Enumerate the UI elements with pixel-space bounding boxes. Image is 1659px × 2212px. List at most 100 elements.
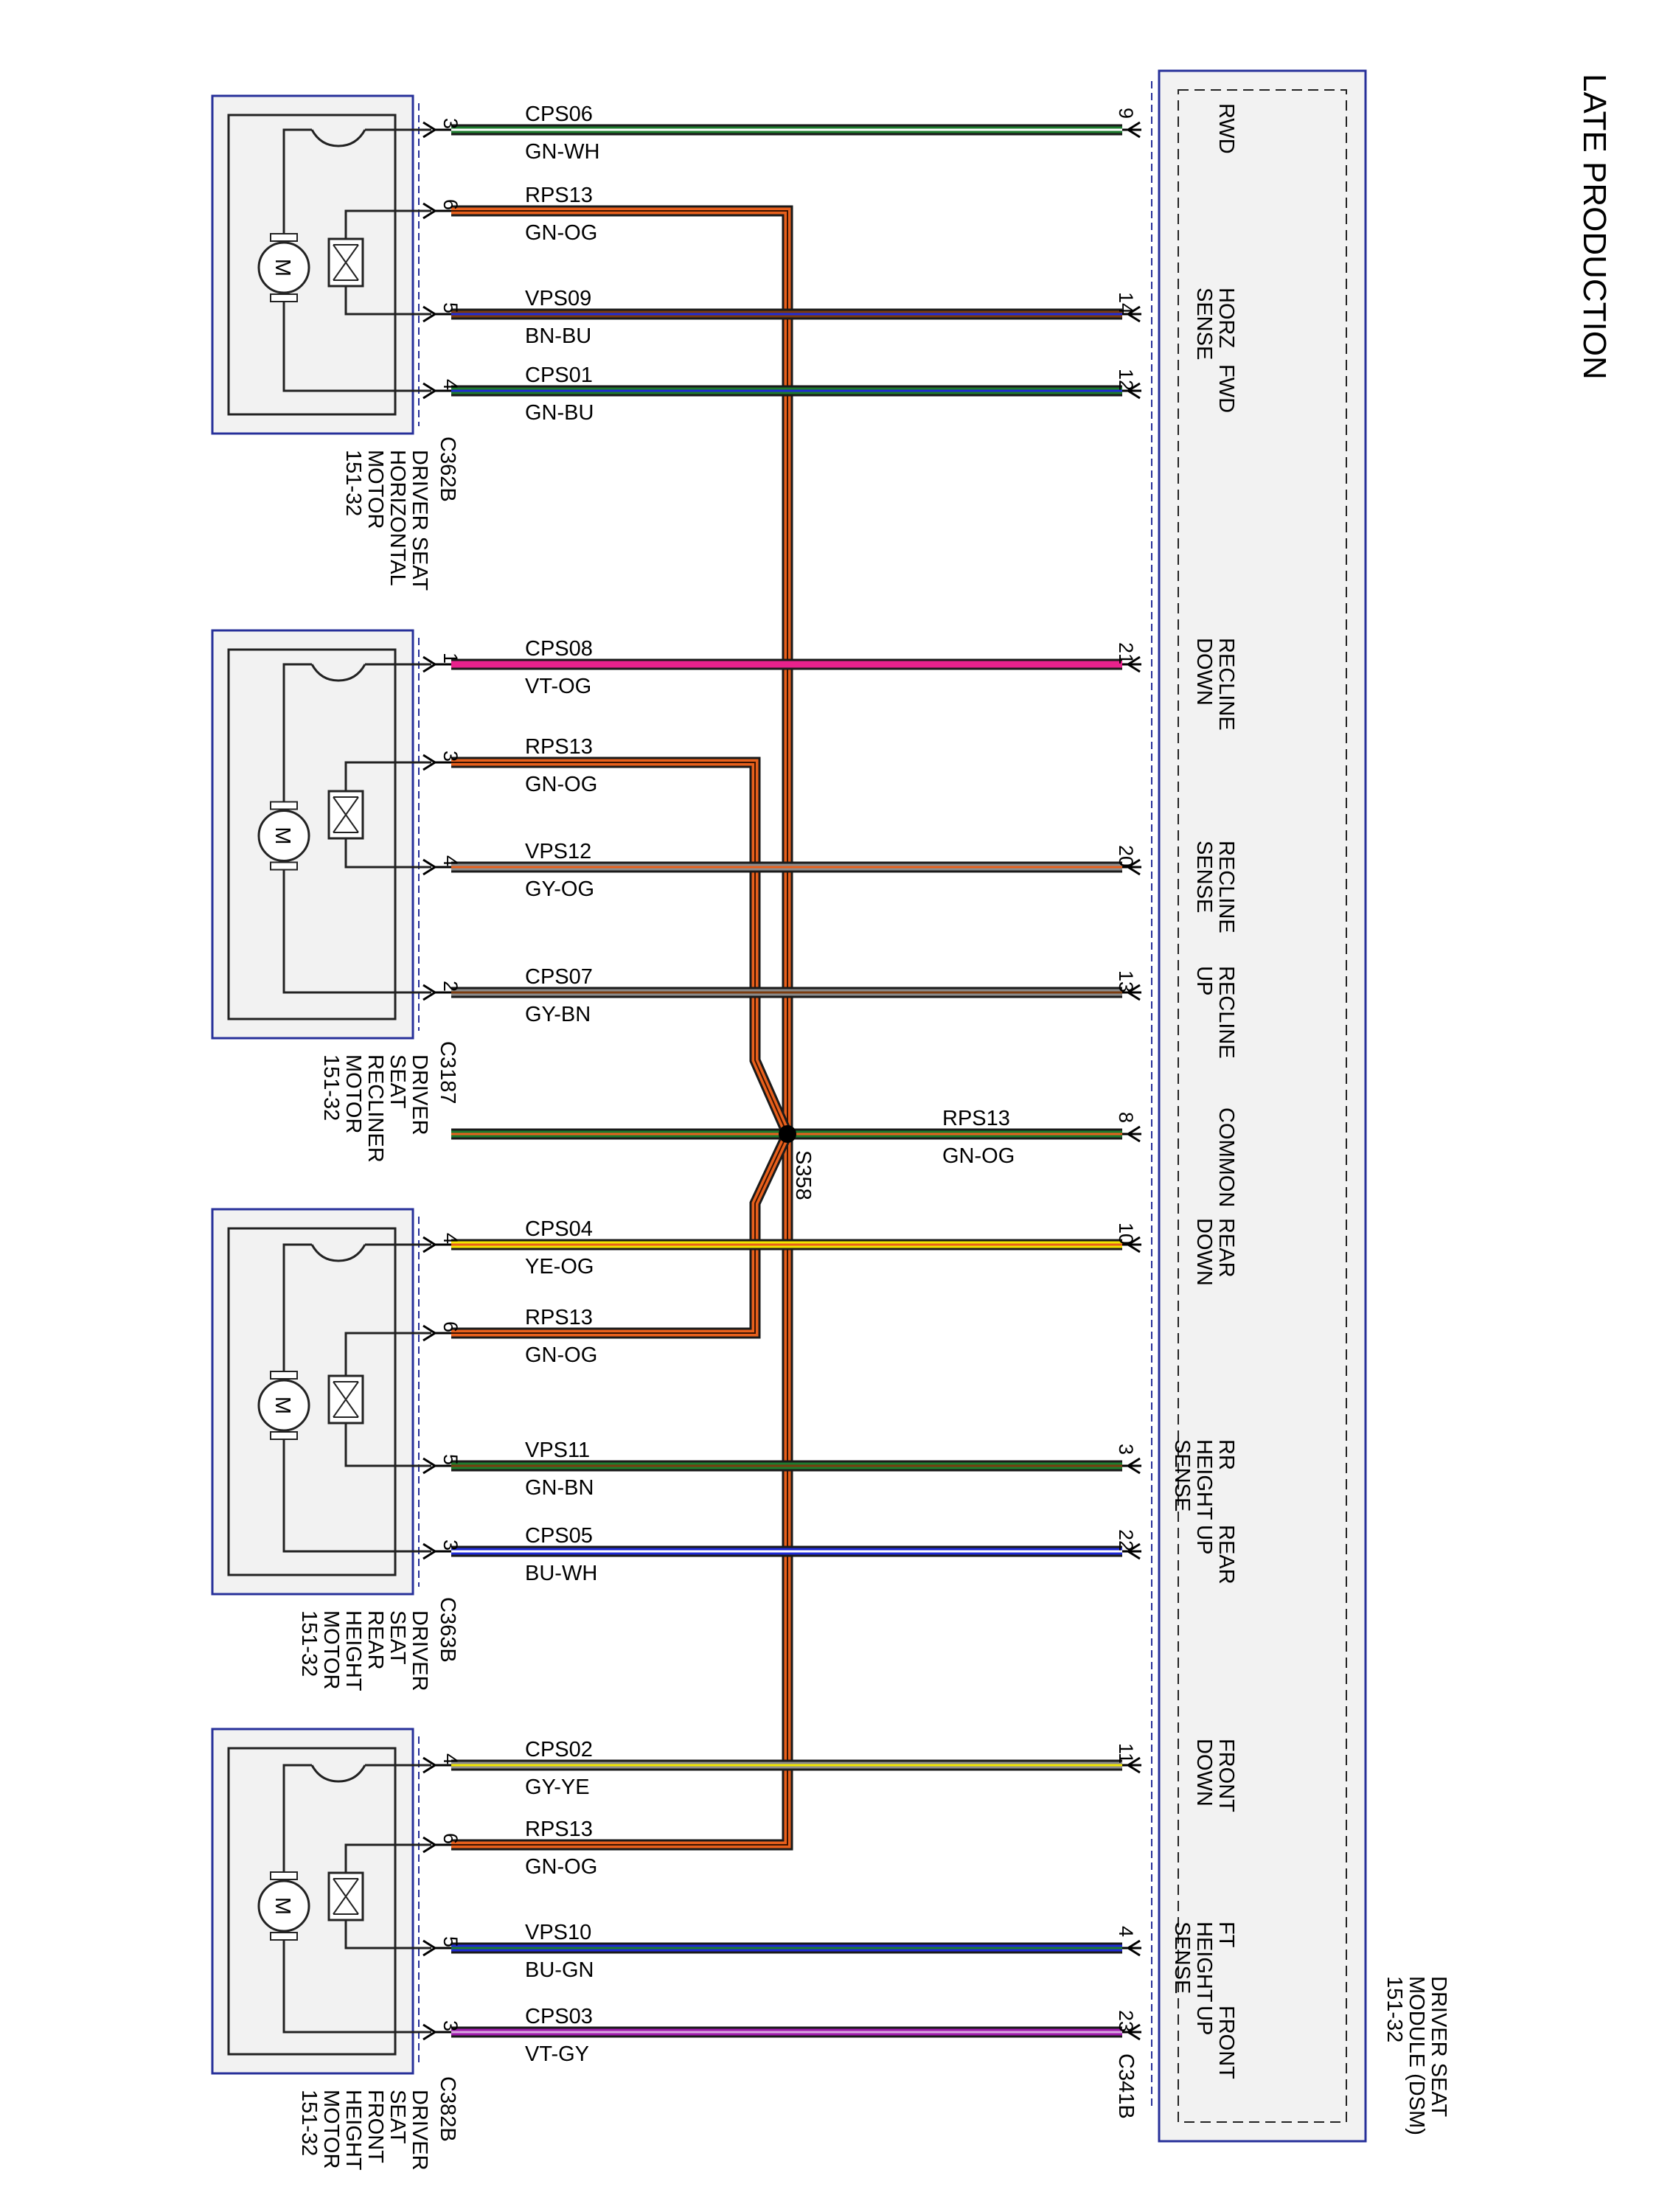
dsm-connector-id: C341B <box>1114 2053 1138 2119</box>
sensor-lead-a <box>344 761 431 791</box>
splice-label: S358 <box>791 1150 815 1200</box>
motor-pin-number: 2 <box>439 981 462 992</box>
motor-name-line: SEAT <box>386 2090 409 2144</box>
brush-bottom <box>270 1932 298 1941</box>
circuit-label: VPS11 <box>525 1439 590 1462</box>
circuit-label: VPS09 <box>525 287 591 310</box>
color-code-label: BN-BU <box>525 324 591 348</box>
sensor-lead-a <box>344 1843 431 1873</box>
dsm-pin-label: SENSE <box>1192 288 1216 360</box>
rps13-branch-recliner-base <box>451 759 791 1135</box>
motor-symbol: M <box>271 827 294 844</box>
dsm-pin-number: 21 <box>1115 642 1137 664</box>
motor-name-line: DRIVER SEAT <box>408 450 431 591</box>
motor-pin-number: 6 <box>439 1833 462 1844</box>
brush-top <box>270 1871 298 1880</box>
sensor-lead-b <box>344 286 431 316</box>
color-code-label: GY-YE <box>525 1775 590 1799</box>
motors-layer: M M M M <box>211 94 451 2075</box>
motor-lead-b <box>282 297 431 392</box>
dsm-pin-label: DOWN <box>1192 1218 1216 1286</box>
dsm-pin-label: FRONT <box>1214 2006 1238 2079</box>
sensor-x <box>333 1878 359 1915</box>
sensor-lead-a <box>344 1332 431 1376</box>
motor-name-line: DRIVER <box>408 1054 431 1135</box>
motor-1: M <box>211 629 451 1040</box>
motor-name-line: RECLINER <box>364 1054 387 1163</box>
dsm-pin-label: FT <box>1214 1921 1238 1948</box>
circuit-label: RPS13 <box>525 1818 593 1841</box>
motor-lead-b <box>282 865 431 994</box>
motor-pin-number: 5 <box>439 302 462 313</box>
motor-name-line: 151-32 <box>297 1610 321 1677</box>
motor-connector-id: C3187 <box>436 1041 459 1104</box>
dsm-name-line: 151-32 <box>1382 1976 1406 2042</box>
color-code-label: YE-OG <box>525 1255 594 1279</box>
motor-box <box>211 629 414 1040</box>
motor-lead-b <box>282 1435 431 1553</box>
motor-connector-id: C363B <box>436 1597 459 1663</box>
color-code-label: GN-BU <box>525 401 594 425</box>
motor-name-line: 151-32 <box>341 450 365 516</box>
motor-name-line: FRONT <box>364 2090 387 2163</box>
splice-dot <box>779 1125 796 1143</box>
motor-0: M <box>211 94 451 435</box>
motor-box <box>211 1208 414 1596</box>
motor-pin-number: 5 <box>439 1936 462 1947</box>
dsm-pin-label: HEIGHT <box>1192 1439 1216 1520</box>
motor-inner <box>227 648 397 1020</box>
circuit-label: CPS07 <box>525 965 593 989</box>
dsm-pin-number: 14 <box>1115 292 1137 314</box>
color-code-label: GN-OG <box>525 773 597 796</box>
circuit-label: CPS05 <box>525 1524 593 1548</box>
motor-icon <box>257 241 310 294</box>
circuit-label: CPS06 <box>525 102 593 126</box>
motor-2: M <box>211 1208 451 1596</box>
dsm-pin-label: COMMON <box>1214 1107 1238 1207</box>
motor-box <box>211 1728 414 2075</box>
motor-icon <box>257 1879 310 1933</box>
color-code-label: GN-OG <box>525 1855 597 1879</box>
dsm-pin-label: SENSE <box>1192 841 1216 913</box>
dsm-pin-label: DOWN <box>1192 1739 1216 1806</box>
motor-pin-number: 3 <box>439 2020 462 2031</box>
color-code-label: GN-OG <box>525 221 597 245</box>
motor-icon <box>257 810 310 862</box>
motor-name-line: HORIZONTAL <box>386 450 409 586</box>
motor-pin-number: 3 <box>439 1540 462 1551</box>
wires-layer <box>451 124 1122 2038</box>
sensor-lead-b <box>344 838 431 869</box>
rps13-branch-rear-outline <box>451 1131 793 1339</box>
dsm-pin-label: REAR <box>1214 1218 1238 1278</box>
dsm-pin-number: 11 <box>1115 1743 1137 1764</box>
dsm-pin-number: 13 <box>1115 970 1137 992</box>
circuit-breaker-icon <box>310 129 366 147</box>
dsm-pin-label: SENSE <box>1170 1921 1194 1994</box>
sensor-lead-b <box>344 1920 431 1950</box>
circuit-breaker-icon <box>310 664 366 682</box>
motor-pin-number: 1 <box>439 653 462 664</box>
brush-top <box>270 1371 298 1380</box>
dsm-pin-label: RECLINE <box>1214 841 1238 933</box>
dsm-pin-number: 3 <box>1115 1444 1137 1455</box>
rps13-trunk-main-base <box>451 207 791 1848</box>
sensor-x <box>333 1381 359 1418</box>
brush-bottom <box>270 1431 298 1440</box>
motor-pin-number: 3 <box>439 751 462 762</box>
dsm-pin-number: 22 <box>1115 1529 1137 1551</box>
motor-name-line: REAR <box>364 1610 387 1670</box>
motor-pin-number: 4 <box>439 1753 462 1764</box>
motor-symbol: M <box>271 1897 294 1915</box>
motor-lead-b <box>282 1935 431 2034</box>
dsm-pin-label: RECLINE <box>1214 966 1238 1059</box>
dsm-box <box>1158 69 1367 2143</box>
motor-pin-number: 4 <box>439 1233 462 1244</box>
common-circuit-label: RPS13 <box>942 1107 1010 1130</box>
motor-lead-a <box>282 128 312 238</box>
dsm-pin-label: HORZ <box>1214 288 1238 348</box>
dsm-name-line: MODULE (DSM) <box>1405 1976 1428 2135</box>
dsm-pin-label: RR <box>1214 1439 1238 1470</box>
circuit-label: RPS13 <box>525 184 593 207</box>
color-code-label: GY-BN <box>525 1003 591 1026</box>
